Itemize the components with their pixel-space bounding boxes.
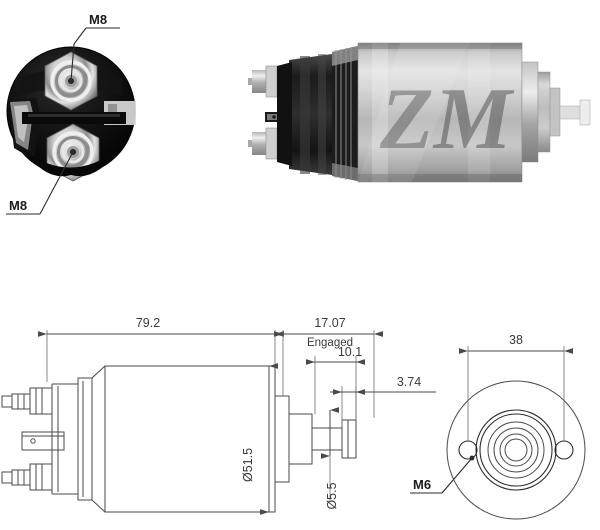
solenoid-end-view-photo (6, 46, 136, 182)
dimension-17-07-label: 17.07 (314, 316, 345, 330)
callout-m8-bottom: M8 (6, 149, 76, 215)
section-terminal-upper (1, 387, 53, 415)
callout-m6-label: M6 (413, 477, 431, 492)
dimension-38-label: 38 (509, 333, 523, 347)
section-terminal-lower (1, 463, 53, 491)
callout-m8-bottom-label: M8 (9, 198, 27, 213)
solenoid-side-view-photo: ZM (248, 42, 591, 183)
callout-m8-top: M8 (68, 12, 120, 84)
section-blade-terminal (21, 431, 65, 451)
dimension-10-1-label: 10.1 (338, 345, 362, 359)
zm-watermark: ZM (379, 71, 515, 168)
end-section-drawing: 38 M6 (410, 333, 586, 520)
dimension-engaged-note: Engaged (307, 337, 353, 349)
side-section-drawing: 79.2 17.07 Engaged 10.1 3.74 (1, 316, 436, 515)
dimension-3-74-label: 3.74 (397, 375, 421, 389)
dimension-diameter-51-5: Ø51.5 (241, 363, 278, 515)
callout-m8-top-label: M8 (89, 12, 107, 27)
photo-solenoid-body: ZM (357, 42, 523, 183)
dimension-3-74: 3.74 (330, 375, 436, 428)
dimension-diameter-51-5-label: Ø51.5 (241, 448, 255, 482)
dimension-38: 38 (459, 333, 573, 442)
callout-m6: M6 (410, 455, 475, 494)
dimension-diameter-5-5-label: Ø5.5 (325, 482, 339, 509)
dimension-diameter-5-5: Ø5.5 (321, 407, 339, 510)
dimension-17-07: 17.07 Engaged (274, 316, 383, 418)
photo-black-housing (277, 46, 358, 181)
dimension-79-2-label: 79.2 (136, 316, 160, 330)
photo-plunger-assembly (521, 61, 591, 163)
